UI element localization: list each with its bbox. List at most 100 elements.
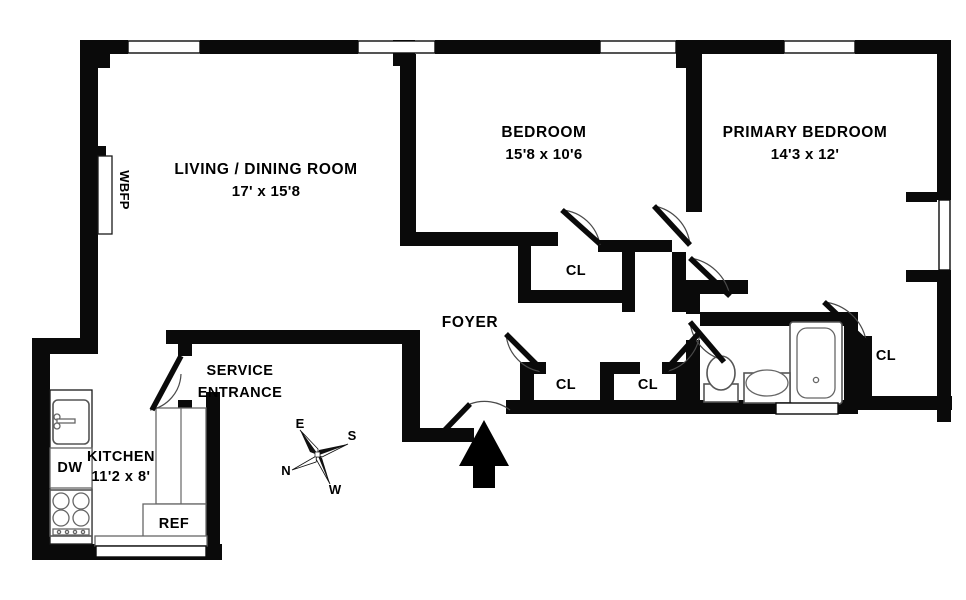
wall-right-window-top-return xyxy=(906,192,937,202)
appliance-label-refrigerator: REF xyxy=(159,516,190,532)
main-entrance-arrow xyxy=(459,420,509,488)
wall-right-lower xyxy=(937,270,951,422)
door-arc-main-entrance xyxy=(469,400,511,411)
room-label-primary-bedroom-name: PRIMARY BEDROOM xyxy=(723,124,888,141)
wall-top-3 xyxy=(435,40,600,54)
stove-burner-1 xyxy=(52,492,70,510)
wall-cl-foyer-mid-head xyxy=(600,362,640,374)
door-leaf-cl-foyer-left[interactable] xyxy=(504,332,546,374)
closet-label-bedroom: CL xyxy=(566,263,586,279)
wall-bedroom-bottom-1 xyxy=(448,232,558,246)
stove-burner-3 xyxy=(52,509,70,527)
door-arc-cl-primary xyxy=(823,301,867,341)
stove-knob-2 xyxy=(64,529,70,535)
fireplace-hearth xyxy=(97,155,113,235)
wall-left-upper xyxy=(80,54,98,146)
walls-group xyxy=(32,40,952,560)
appliance-labels-group: DW REF xyxy=(57,460,190,532)
stove-burner-2 xyxy=(72,492,90,510)
appliance-label-dishwasher: DW xyxy=(57,460,82,476)
door-arc-cl-foyer-right xyxy=(663,331,701,373)
wall-foyer-bottom-left xyxy=(402,428,474,442)
door-leaf-main-entrance[interactable] xyxy=(440,402,472,435)
door-leaf-cl-primary[interactable] xyxy=(822,300,868,344)
door-leaf-service-entrance[interactable] xyxy=(149,354,184,412)
stove-knob-4 xyxy=(80,529,86,535)
room-label-kitchen-name: KITCHEN xyxy=(87,449,155,465)
window-primary-1 xyxy=(783,40,856,54)
wall-right-upper xyxy=(937,54,951,200)
room-label-living-dining-name: LIVING / DINING ROOM xyxy=(174,161,357,178)
room-label-bedroom-dimensions: 15'8 x 10'6 xyxy=(505,146,582,163)
compass-label-w: W xyxy=(329,482,342,497)
closet-labels-group: CL CL CL CL xyxy=(556,263,896,393)
wall-bedroom-primary xyxy=(686,54,702,198)
area-label-service-entrance-line-1: SERVICE xyxy=(207,363,274,379)
door-leaf-cl-foyer-right[interactable] xyxy=(661,330,703,374)
stove-knob-1 xyxy=(56,529,62,535)
room-label-living-dining-dimensions: 17' x 15'8 xyxy=(232,183,301,200)
window-primary-right xyxy=(938,199,951,271)
wall-kitchen-bottom-right xyxy=(206,544,222,560)
bathtub-drain xyxy=(812,376,820,384)
bathroom-sink xyxy=(745,369,789,397)
area-label-foyer: FOYER xyxy=(442,314,498,331)
wall-cl-bedroom-bottom xyxy=(518,290,634,303)
room-label-primary-bedroom-dimensions: 14'3 x 12' xyxy=(771,146,840,163)
window-living-2 xyxy=(357,40,436,54)
doors-group xyxy=(149,204,868,435)
bathroom-fixtures-group xyxy=(703,321,843,415)
wall-fireplace-mid xyxy=(80,168,98,202)
compass-label-n: N xyxy=(281,463,290,478)
kitchen-fixtures-group xyxy=(49,389,208,558)
wall-living-bedroom xyxy=(400,54,416,244)
door-leaf-bathroom[interactable] xyxy=(687,320,727,364)
windows-group xyxy=(127,40,951,271)
wall-primary-left-drop xyxy=(686,280,700,314)
wall-right-window-bottom-return xyxy=(906,270,937,282)
stove-knob-3 xyxy=(72,529,78,535)
wall-bedroom-bottom-3 xyxy=(640,240,672,252)
dishwasher-bay xyxy=(49,447,93,489)
wall-cl-primary-left xyxy=(858,336,872,408)
compass-label-e: E xyxy=(296,416,305,431)
door-leaf-bedroom[interactable] xyxy=(651,204,693,247)
compass-point-e-light xyxy=(299,429,319,457)
closet-label-primary: CL xyxy=(876,348,896,364)
wall-top-2 xyxy=(200,40,358,54)
wall-bedroom-primary-jamb xyxy=(686,190,702,212)
wall-foyer-entry-jamb xyxy=(506,400,520,414)
stove-burner-4 xyxy=(72,509,90,527)
wall-top-4 xyxy=(676,40,784,54)
compass-center xyxy=(314,451,321,458)
door-arc-bedroom xyxy=(653,205,691,246)
door-leaf-cl-bedroom[interactable] xyxy=(560,207,602,247)
wall-ref-left xyxy=(206,400,220,548)
door-arc-primary-bedroom xyxy=(689,257,731,297)
wall-kitchen-left-exterior xyxy=(32,338,50,560)
fireplace-group: WBFP xyxy=(97,155,132,235)
wall-living-bedroom-foot xyxy=(400,232,450,246)
kitchen-window-bottom xyxy=(95,545,207,558)
bathtub-basin xyxy=(796,327,836,399)
wall-corridor-right xyxy=(402,330,420,442)
wall-corridor-top xyxy=(166,330,418,344)
room-labels-group: LIVING / DINING ROOM 17' x 15'8 BEDROOM … xyxy=(87,124,887,485)
closet-label-foyer-left: CL xyxy=(556,377,576,393)
kitchen-lower-counter xyxy=(94,535,208,547)
wall-cl-bedroom-left xyxy=(518,246,531,302)
wall-foyer-right-vert xyxy=(672,252,686,312)
bathroom-window xyxy=(775,402,839,415)
door-leaf-primary-bedroom[interactable] xyxy=(688,256,732,298)
compass-rose: E S N W xyxy=(281,416,356,497)
area-label-service-entrance-line-2: ENTRANCE xyxy=(198,385,283,401)
door-arc-cl-foyer-left xyxy=(505,333,544,373)
wall-cl-foyer-mid xyxy=(600,362,614,414)
compass-point-w-light xyxy=(315,454,331,485)
closet-label-foyer-right: CL xyxy=(638,377,658,393)
kitchen-faucet-spout xyxy=(56,418,76,424)
window-living-1 xyxy=(127,40,201,54)
wall-bath-right xyxy=(844,312,858,408)
wall-top-5 xyxy=(855,40,951,54)
